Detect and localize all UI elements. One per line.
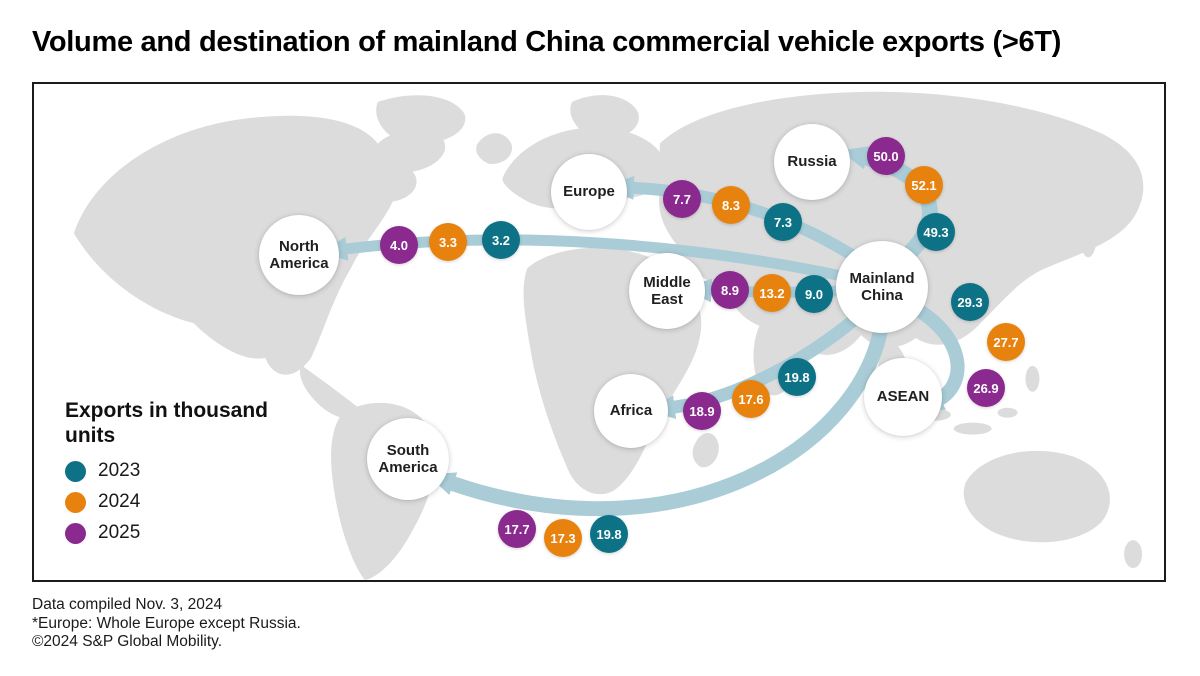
value-badge-russia-2024: 52.1 [905,166,943,204]
flow-south-america [426,307,891,517]
legend-label-2023: 2023 [98,460,141,481]
value-badge-africa-2025: 18.9 [683,392,721,430]
value-badge-north-america-2025: 4.0 [380,226,418,264]
legend-dot-2024 [65,491,86,513]
landmass-new-zealand [1124,540,1143,569]
value-badge-russia-2023: 49.3 [917,213,955,251]
value-badge-middle-east-2024: 13.2 [753,274,791,312]
landmass-scandinavia [570,95,639,140]
node-label-middle-east: Middle East [643,273,691,308]
value-badge-north-america-2024: 3.3 [429,223,467,261]
legend-label-2024: 2024 [98,491,141,512]
landmass-central-america [300,364,365,419]
node-label-mainland-china: Mainland China [849,269,915,304]
landmass-madagascar [692,433,719,468]
value-badge-asean-2025: 26.9 [967,369,1005,407]
legend-item-2025: 2025 [65,522,285,544]
value-badge-africa-2024: 17.6 [732,380,770,418]
value-badge-south-america-2023: 19.8 [590,515,628,553]
node-africa: Africa [594,374,668,448]
landmass-japan [1079,209,1098,258]
value-badge-russia-2025: 50.0 [867,137,905,175]
value-badge-south-america-2025: 17.7 [498,510,536,548]
legend-label-2025: 2025 [98,522,141,543]
node-label-europe: Europe [563,183,615,201]
value-badge-europe-2025: 7.7 [663,180,701,218]
footnote-europe: *Europe: Whole Europe except Russia. [32,614,301,632]
value-badge-europe-2023: 7.3 [764,203,802,241]
node-asean: ASEAN [864,358,942,436]
legend-title: Exports in thousand units [65,399,269,447]
legend-item-2023: 2023 [65,460,285,482]
landmass-british-isles [476,133,513,164]
node-russia: Russia [774,124,850,200]
node-label-south-america: South America [378,441,438,476]
landmass-philippines [1025,365,1040,392]
landmass-indonesia-3 [997,407,1018,418]
node-north-america: North America [259,215,339,295]
footnotes: Data compiled Nov. 3, 2024 *Europe: Whol… [32,596,301,652]
node-label-north-america: North America [269,237,329,272]
value-badge-asean-2023: 29.3 [951,283,989,321]
value-badge-asean-2024: 27.7 [987,323,1025,361]
legend: Exports in thousand units 2023 2024 2025 [65,398,285,553]
value-badge-middle-east-2023: 9.0 [795,275,833,313]
legend-dot-2023 [65,460,86,482]
value-badge-south-america-2024: 17.3 [544,519,582,557]
value-badge-middle-east-2025: 8.9 [711,271,749,309]
node-mainland-china: Mainland China [836,241,928,333]
page-title: Volume and destination of mainland China… [32,26,1062,58]
footnote-copyright: ©2024 S&P Global Mobility. [32,633,223,650]
node-europe: Europe [551,154,627,230]
node-label-africa: Africa [609,402,653,420]
node-south-america: South America [367,418,449,500]
landmass-indonesia-2 [953,422,992,435]
node-label-russia: Russia [787,153,837,171]
node-middle-east: Middle East [629,253,705,329]
landmass-australia [963,450,1110,543]
node-label-asean: ASEAN [876,388,930,406]
legend-dot-2025 [65,522,86,544]
value-badge-africa-2023: 19.8 [778,358,816,396]
landmass-greenland [376,95,466,144]
footnote-compiled: Data compiled Nov. 3, 2024 [32,596,223,613]
value-badge-north-america-2023: 3.2 [482,221,520,259]
legend-item-2024: 2024 [65,491,285,513]
value-badge-europe-2024: 8.3 [712,186,750,224]
